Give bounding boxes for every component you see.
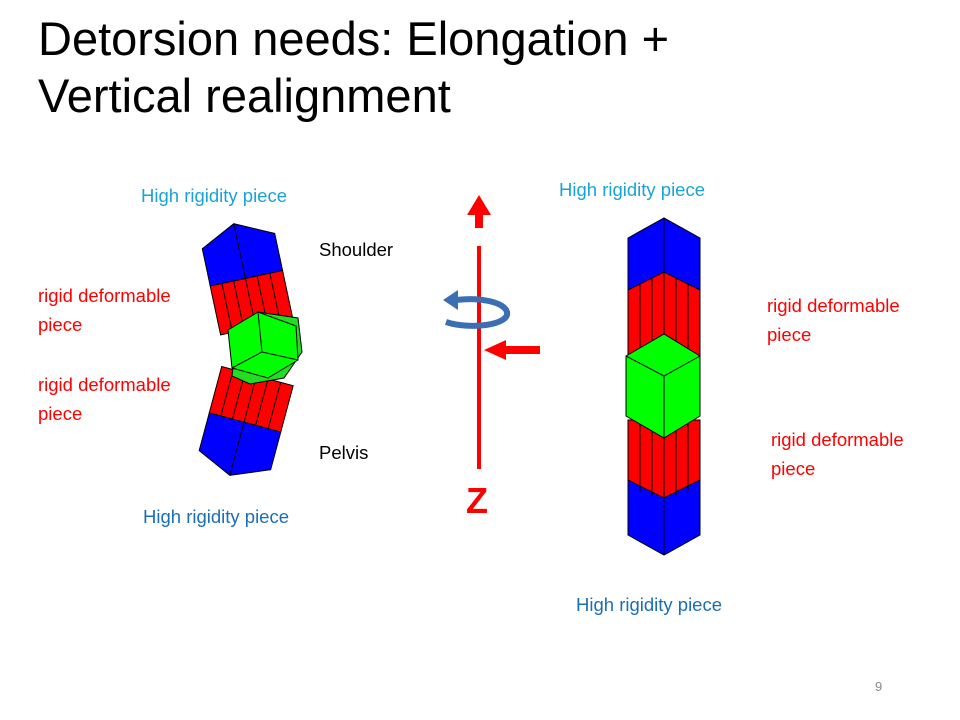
label-line: rigid deformable [38, 285, 171, 306]
label-line: rigid deformable [771, 429, 904, 450]
left-lower-rigid-label: rigid deformable piece [38, 370, 171, 428]
label-line: piece [38, 403, 83, 424]
right-bottom-label: High rigidity piece [576, 594, 723, 615]
label-line: rigid deformable [38, 374, 171, 395]
right-upper-rigid-label: rigid deformable piece [767, 291, 900, 349]
left-top-label: High rigidity piece [141, 185, 288, 206]
page-number: 9 [875, 679, 883, 694]
shoulder-label: Shoulder [319, 239, 394, 260]
up-arrow-head [467, 195, 491, 228]
label-line: piece [771, 458, 816, 479]
left-pointing-arrow [484, 340, 540, 360]
pelvis-label: Pelvis [319, 442, 369, 463]
left-top-blue-piece [201, 223, 284, 287]
label-line: piece [767, 324, 812, 345]
right-top-label: High rigidity piece [559, 179, 706, 200]
title-line-1: Detorsion needs: Elongation + [38, 12, 670, 65]
left-lower-segment [198, 365, 294, 476]
left-bottom-label: High rigidity piece [143, 506, 290, 527]
label-line: rigid deformable [767, 295, 900, 316]
right-green-joint [625, 333, 701, 439]
right-column [625, 217, 701, 556]
slide-title: Detorsion needs: Elongation + Vertical r… [38, 10, 669, 124]
rotation-arrow [445, 296, 510, 329]
z-axis-label: Z [466, 480, 488, 521]
title-line-2: Vertical realignment [38, 69, 451, 122]
left-bottom-blue-piece [198, 412, 282, 476]
right-lower-rigid-label: rigid deformable piece [771, 425, 904, 483]
left-upper-rigid-label: rigid deformable piece [38, 281, 171, 339]
label-line: piece [38, 314, 83, 335]
z-axis [443, 195, 540, 469]
left-column [198, 223, 303, 476]
